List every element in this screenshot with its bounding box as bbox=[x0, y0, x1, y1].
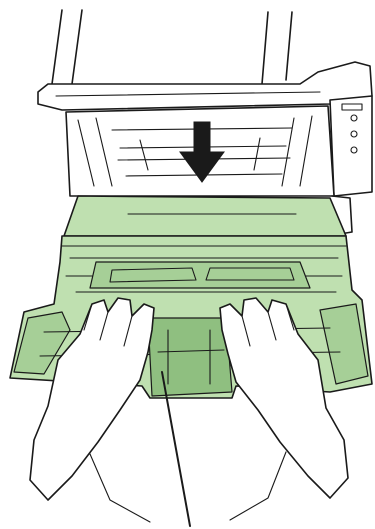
drum-unit-top bbox=[64, 196, 346, 236]
drum-unit-center-tab bbox=[148, 318, 232, 396]
printer-top-lid bbox=[38, 62, 372, 110]
control-panel bbox=[330, 96, 372, 196]
drum-unit-grip-recess bbox=[90, 262, 310, 288]
